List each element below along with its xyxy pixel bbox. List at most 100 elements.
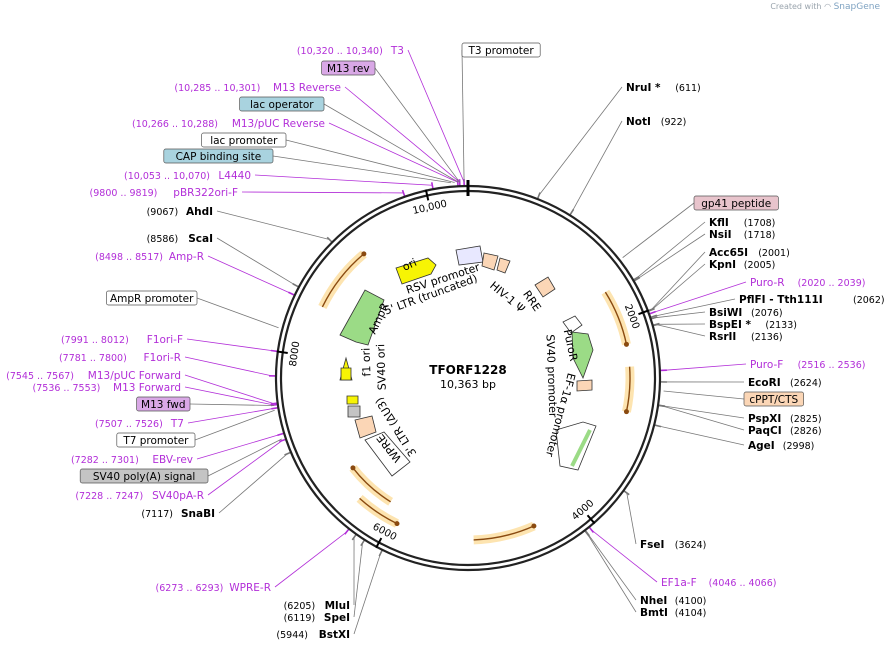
restriction-site[interactable]: SnaBI(7117) bbox=[141, 508, 215, 520]
restriction-site[interactable]: PflFI - Tth111I(2062) bbox=[739, 294, 885, 306]
tick-label: 8000 bbox=[288, 341, 302, 368]
feature-arc-bottom-left-head bbox=[394, 521, 400, 527]
restriction-site[interactable]: KflI (1708) bbox=[709, 217, 775, 229]
primer-name: Amp-R bbox=[169, 251, 204, 263]
feature-box-label[interactable]: T7 promoter bbox=[116, 432, 196, 448]
primer-binding-site[interactable]: M13/pUC Reverse(10,266 .. 10,288) bbox=[132, 118, 325, 130]
primer-position: (10,320 .. 10,340) bbox=[297, 46, 383, 57]
primer-binding-site[interactable]: L4440(10,053 .. 10,070) bbox=[124, 170, 251, 182]
site-leader-marker bbox=[292, 283, 300, 288]
site-name: FseI bbox=[640, 539, 664, 551]
wpre-block bbox=[364, 431, 411, 477]
site-position: (2624) bbox=[790, 378, 822, 389]
feature-arc-bottom-left-inner-glow bbox=[349, 465, 394, 506]
restriction-site[interactable]: NotI(922) bbox=[626, 116, 686, 128]
primer-binding-site[interactable]: EF1a-F(4046 .. 4066) bbox=[661, 577, 776, 589]
restriction-site[interactable]: RsrII(2136) bbox=[709, 331, 783, 343]
primer-name: M13 Reverse bbox=[273, 82, 341, 94]
primer-binding-site[interactable]: Puro-R(2020 .. 2039) bbox=[750, 277, 865, 289]
puror-arrow bbox=[571, 331, 594, 380]
feature-box-label[interactable]: M13 rev bbox=[321, 60, 376, 76]
feature-box-label[interactable]: lac promoter bbox=[201, 132, 287, 148]
feature-box-label[interactable]: cPPT/CTS bbox=[743, 391, 804, 407]
sv40-polya-block bbox=[347, 405, 361, 418]
plasmid-name: TFORF1228 bbox=[429, 363, 506, 377]
restriction-site[interactable]: NsiI(1718) bbox=[709, 229, 775, 241]
feature-box-label[interactable]: CAP binding site bbox=[163, 148, 274, 164]
primer-position: (6273 .. 6293) bbox=[156, 583, 224, 594]
feature-box-label[interactable]: AmpR promoter bbox=[106, 290, 198, 306]
primer-binding-site[interactable]: M13/pUC Forward(7545 .. 7567) bbox=[6, 370, 181, 382]
feature-box-text: lac operator bbox=[250, 99, 314, 111]
primer-leader-marker bbox=[270, 402, 278, 405]
primer-name: pBR322ori-F bbox=[173, 187, 238, 199]
restriction-site[interactable]: BspEI *(2133) bbox=[709, 319, 797, 331]
primer-name: T7 bbox=[170, 418, 184, 430]
primer-binding-site[interactable]: pBR322ori-F(9800 .. 9819) bbox=[90, 187, 238, 199]
primer-binding-site[interactable]: Puro-F(2516 .. 2536) bbox=[750, 359, 865, 371]
primer-name: L4440 bbox=[218, 170, 251, 182]
restriction-site[interactable]: NruI *(611) bbox=[626, 82, 701, 94]
feature-label: ori bbox=[400, 256, 418, 274]
primer-leader bbox=[207, 440, 283, 496]
restriction-site[interactable]: NheI(4100) bbox=[640, 595, 706, 607]
primer-position: (10,266 .. 10,288) bbox=[132, 119, 218, 130]
restriction-site[interactable]: PaqCI(2826) bbox=[748, 425, 822, 437]
primer-leader-marker bbox=[277, 432, 285, 437]
restriction-site[interactable]: ScaI(8586) bbox=[147, 233, 213, 245]
primer-binding-site[interactable]: Amp-R(8498 .. 8517) bbox=[95, 251, 204, 263]
primer-binding-site[interactable]: M13 Forward(7536 .. 7553) bbox=[33, 382, 181, 394]
feature-box-label[interactable]: SV40 poly(A) signal bbox=[79, 468, 209, 484]
restriction-site[interactable]: Acc65I(2001) bbox=[709, 247, 790, 259]
primer-binding-site[interactable]: T7(7507 .. 7526) bbox=[95, 418, 184, 430]
site-leader bbox=[626, 492, 637, 545]
restriction-site[interactable]: BmtI(4104) bbox=[640, 607, 706, 619]
site-leader-marker bbox=[649, 314, 658, 319]
feature-box-label[interactable]: T3 promoter bbox=[461, 42, 541, 58]
primer-name: WPRE-R bbox=[229, 582, 271, 594]
feature-box bbox=[106, 290, 198, 306]
primer-binding-site[interactable]: F1ori-R(7781 .. 7800) bbox=[59, 352, 181, 364]
site-leader-marker bbox=[569, 208, 575, 216]
feature-box-text: T7 promoter bbox=[122, 435, 189, 447]
site-name: SpeI bbox=[324, 612, 350, 624]
primer-binding-site[interactable]: EBV-rev(7282 .. 7301) bbox=[71, 454, 193, 466]
site-name: RsrII bbox=[709, 331, 736, 343]
primer-leader bbox=[207, 255, 292, 294]
feature-arc-bottom bbox=[473, 525, 535, 541]
feature-box-text: CAP binding site bbox=[176, 151, 262, 163]
f1-ori-body bbox=[340, 367, 352, 381]
primer-binding-site[interactable]: F1ori-F(7991 .. 8012) bbox=[61, 334, 183, 346]
site-leader-marker bbox=[632, 275, 640, 281]
restriction-site[interactable]: BsiWI(2076) bbox=[709, 307, 783, 319]
restriction-site[interactable]: SpeI(6119) bbox=[284, 612, 350, 624]
restriction-site[interactable]: AhdI(9067) bbox=[147, 206, 213, 218]
feature-box-label[interactable]: lac operator bbox=[239, 96, 325, 112]
site-leader bbox=[586, 533, 637, 613]
site-leader bbox=[654, 311, 706, 319]
primer-name: F1ori-R bbox=[144, 352, 181, 364]
site-leader-marker bbox=[326, 236, 333, 243]
restriction-site[interactable]: FseI(3624) bbox=[640, 539, 706, 551]
site-leader bbox=[651, 263, 706, 311]
restriction-site[interactable]: KpnI(2005) bbox=[709, 259, 775, 271]
primer-binding-site[interactable]: SV40pA-R(7228 .. 7247) bbox=[75, 490, 204, 502]
primer-binding-site[interactable]: T3(10,320 .. 10,340) bbox=[297, 45, 404, 57]
primer-binding-site[interactable]: WPRE-R (6273 .. 6293) bbox=[156, 582, 271, 594]
restriction-site[interactable]: AgeI(2998) bbox=[748, 440, 814, 452]
sv40-promoter-block bbox=[562, 315, 583, 334]
restriction-site[interactable]: MluI(6205) bbox=[284, 600, 350, 612]
restriction-site[interactable]: BstXI(5944) bbox=[276, 629, 350, 641]
feature-box-label[interactable]: gp41 peptide bbox=[693, 195, 779, 211]
primer-position: (7282 .. 7301) bbox=[71, 455, 139, 466]
credit-prefix: Created with bbox=[770, 2, 822, 11]
primer-binding-site[interactable]: M13 Reverse(10,285 .. 10,301) bbox=[174, 82, 341, 94]
site-leader bbox=[656, 324, 706, 337]
restriction-site[interactable]: EcoRI(2624) bbox=[748, 377, 822, 389]
restriction-site[interactable]: PspXI(2825) bbox=[748, 413, 822, 425]
site-name: NotI bbox=[626, 116, 651, 128]
primer-leader bbox=[187, 407, 275, 424]
feature-box-label[interactable]: M13 fwd bbox=[136, 396, 191, 412]
site-position: (1708) bbox=[744, 218, 776, 229]
site-name: KflI bbox=[709, 217, 729, 229]
